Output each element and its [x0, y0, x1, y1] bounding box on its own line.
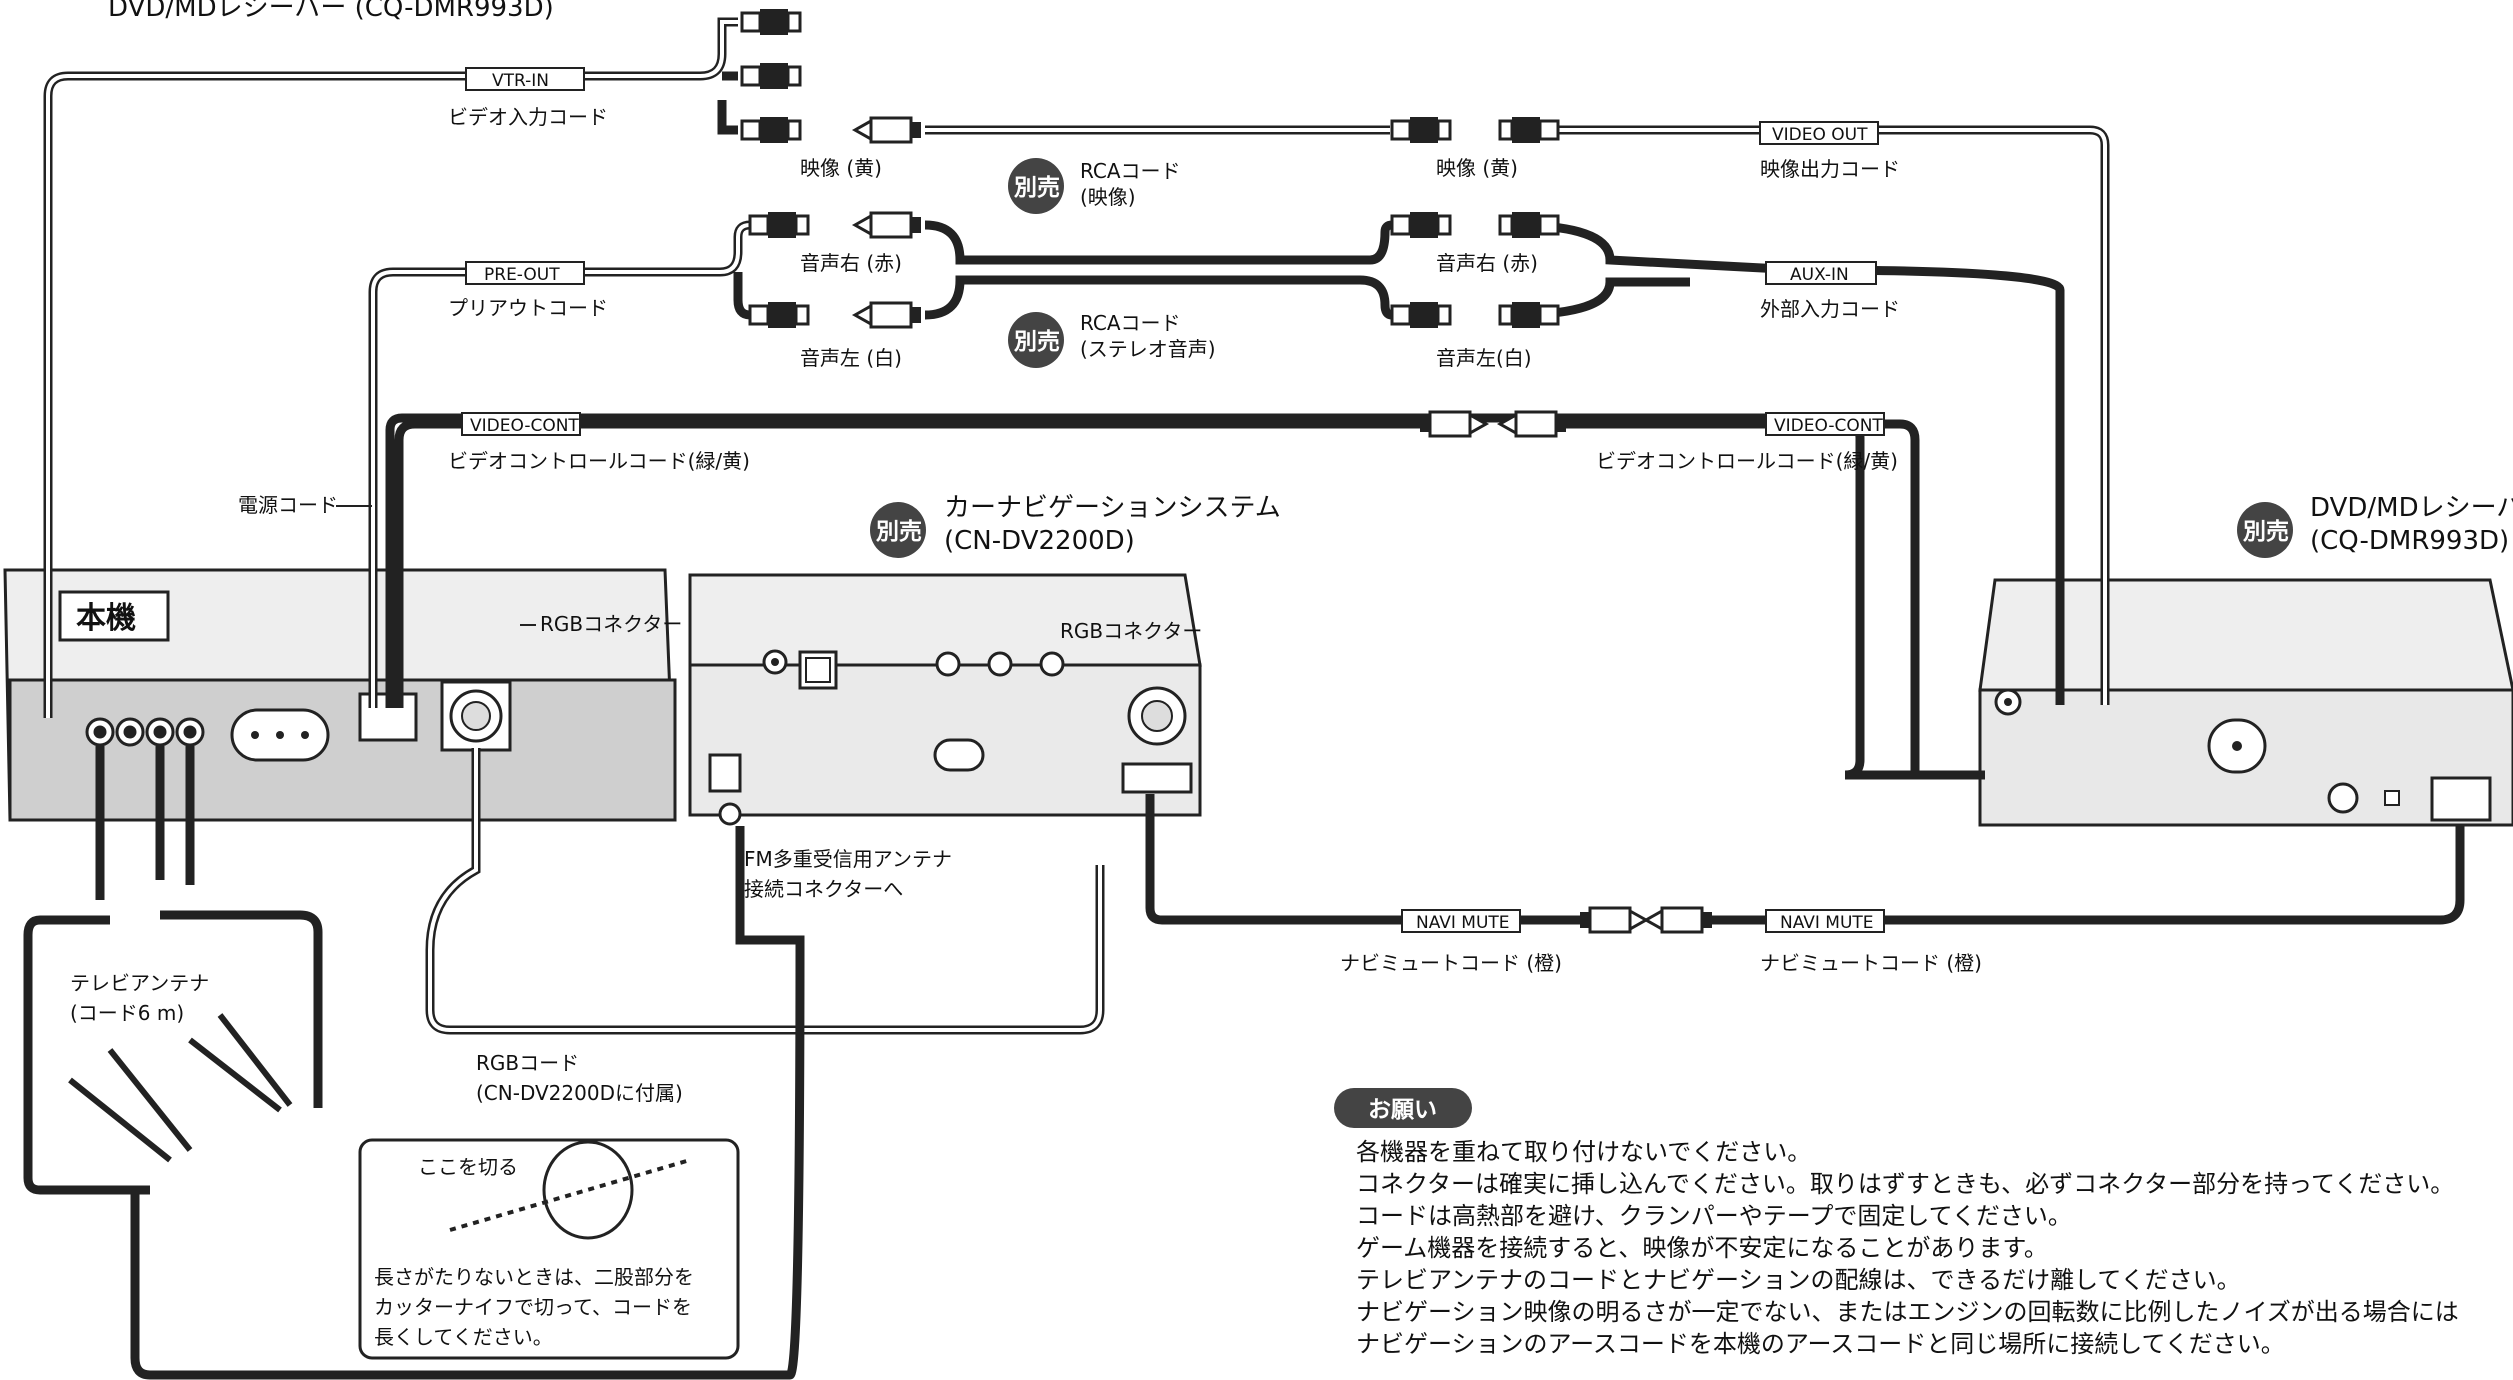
- dvd-unit-model: (CQ-DMR993D): [2310, 526, 2509, 556]
- badge-nav: [870, 502, 926, 558]
- cables: [23, 17, 2465, 1380]
- plug-label-audio-l-l: 音声左 (白): [800, 346, 902, 370]
- plug-audio-r3: [1390, 210, 1452, 240]
- badge-dvd: [2237, 502, 2293, 558]
- label-vtr-in: ビデオ入力コード: [448, 105, 608, 129]
- cut-note-text2: カッターナイフで切って、コードを: [374, 1295, 692, 1319]
- label-power: 電源コード: [238, 493, 338, 517]
- cut-note-text3: 長くしてください。: [374, 1325, 553, 1349]
- fm-antenna-line2: 接続コネクターへ: [744, 877, 903, 901]
- label-navi-mute-r: ナビミュートコード (橙): [1760, 951, 1982, 975]
- main-unit-rgb-connector: [440, 680, 512, 752]
- note-line-5: ナビゲーション映像の明るさが一定でない、またはエンジンの回転数に比例したノイズが…: [1356, 1298, 2459, 1326]
- dvd-unit-name: DVD/MDレシーバー: [2310, 493, 2513, 523]
- main-unit: 本機 RGBコネクター: [3, 568, 682, 822]
- label-video-cont: ビデオコントロールコード(緑/黄): [448, 449, 750, 473]
- plug-vtr-2: [740, 61, 802, 91]
- tv-antenna-line1: テレビアンテナ: [70, 971, 209, 995]
- badge-rca-stereo-text: 別売: [1014, 329, 1060, 355]
- notes-title: お願い: [1368, 1097, 1437, 1123]
- plug-label-audio-l-r: 音声左(白): [1436, 346, 1532, 370]
- plug-audio-l2: [853, 301, 923, 329]
- fm-antenna-line1: FM多重受信用アンテナ: [744, 847, 952, 871]
- tv-antenna-elements: [68, 1013, 293, 1163]
- badge-nav-text: 別売: [876, 519, 922, 545]
- label-video-out: 映像出力コード: [1760, 157, 1900, 181]
- plug-video-r1: [1390, 115, 1452, 145]
- rca-video-line1: RCAコード: [1080, 159, 1181, 183]
- tag-vtr-in: VTR-IN: [492, 71, 549, 91]
- plug-nm-2: [1644, 906, 1714, 934]
- plug-audio-l4: [1498, 300, 1560, 330]
- main-unit-label: 本機: [76, 601, 136, 636]
- badge-rca-video: [1008, 158, 1064, 214]
- tag-pre-out: PRE-OUT: [484, 265, 560, 285]
- note-line-2: コードは高熱部を避け、クランパーやテープで固定してください。: [1356, 1202, 2072, 1230]
- plug-audio-l3: [1390, 300, 1452, 330]
- navigation-name: カーナビゲーションシステム: [944, 493, 1281, 523]
- tag-navi-mute-r: NAVI MUTE: [1780, 913, 1874, 933]
- label-video-cont-r: ビデオコントロールコード(緑/黄): [1596, 449, 1898, 473]
- tag-video-cont-r: VIDEO-CONT: [1774, 416, 1883, 436]
- note-line-3: ゲーム機器を接続すると、映像が不安定になることがあります。: [1356, 1234, 2048, 1262]
- note-line-6: ナビゲーションのアースコードを本機のアースコードと同じ場所に接続してください。: [1356, 1330, 2285, 1358]
- tag-navi-mute-l: NAVI MUTE: [1416, 913, 1510, 933]
- plug-label-audio-r-r: 音声右 (赤): [1436, 251, 1538, 275]
- navigation-rgb-connector: [1127, 686, 1187, 746]
- cut-note-text1: 長さがたりないときは、二股部分を: [374, 1265, 694, 1289]
- navigation-harness: [1121, 762, 1193, 794]
- plug-video-l: [853, 116, 923, 144]
- rca-stereo-line2: (ステレオ音声): [1080, 337, 1216, 361]
- notes-section: お願い 各機器を重ねて取り付けないでください。 コネクターは確実に挿し込んでくだ…: [1334, 1088, 2459, 1358]
- plug-label-video-r: 映像 (黄): [1436, 156, 1518, 180]
- cable-tags: VTR-IN PRE-OUT VIDEO-CONT VIDEO OUT AUX-…: [461, 67, 1885, 933]
- navigation-rgb-connector-label: RGBコネクター: [1060, 619, 1202, 643]
- label-rgb-code-1: RGBコード: [476, 1051, 579, 1075]
- navigation-unit: RGBコネクター: [688, 573, 1202, 826]
- badge-dvd-text: 別売: [2243, 519, 2289, 545]
- tag-video-cont: VIDEO-CONT: [470, 416, 579, 436]
- rca-stereo-line1: RCAコード: [1080, 311, 1181, 335]
- label-rgb-code-2: (CN-DV2200Dに付属): [476, 1081, 683, 1105]
- plug-label-video-l: 映像 (黄): [800, 156, 882, 180]
- note-line-0: 各機器を重ねて取り付けないでください。: [1356, 1138, 1811, 1166]
- label-navi-mute-l: ナビミュートコード (橙): [1340, 951, 1562, 975]
- badge-rca-stereo: [1008, 312, 1064, 368]
- notes-title-pill: [1334, 1088, 1472, 1128]
- tag-aux-in: AUX-IN: [1790, 265, 1849, 285]
- tv-antenna-line2: (コード6 m): [70, 1001, 184, 1025]
- cut-note-here: ここを切る: [418, 1155, 518, 1179]
- plug-audio-r2: [853, 211, 923, 239]
- label-pre-out: プリアウトコード: [448, 296, 608, 320]
- main-rgb-connector-label: RGBコネクター: [540, 612, 682, 636]
- tag-video-out: VIDEO OUT: [1772, 125, 1868, 145]
- note-line-4: テレビアンテナのコードとナビゲーションの配線は、できるだけ離してください。: [1356, 1266, 2241, 1294]
- label-aux-in: 外部入力コード: [1760, 297, 1900, 321]
- note-line-1: コネクターは確実に挿し込んでください。取りはずすときも、必ずコネクター部分を持っ…: [1356, 1170, 2454, 1198]
- plug-audio-r1: [748, 210, 810, 240]
- plug-label-audio-r-l: 音声右 (赤): [800, 251, 902, 275]
- plug-audio-r4: [1498, 210, 1560, 240]
- dvd-unit: [1978, 578, 2513, 827]
- rca-video-line2: (映像): [1080, 185, 1136, 209]
- plug-vtr-3: [740, 115, 802, 145]
- plug-nm-1: [1578, 906, 1648, 934]
- badge-rca-video-text: 別売: [1014, 175, 1060, 201]
- navigation-model: (CN-DV2200D): [944, 526, 1135, 556]
- top-caption: DVD/MDレシーバー (CQ-DMR993D): [108, 0, 554, 23]
- main-unit-rca-ports: [85, 717, 205, 747]
- plug-vtr-1: [740, 7, 802, 37]
- cut-note-box: ここを切る 長さがたりないときは、二股部分を カッターナイフで切って、コードを …: [358, 1138, 740, 1360]
- plug-audio-l1: [748, 300, 810, 330]
- plug-video-r2: [1498, 115, 1560, 145]
